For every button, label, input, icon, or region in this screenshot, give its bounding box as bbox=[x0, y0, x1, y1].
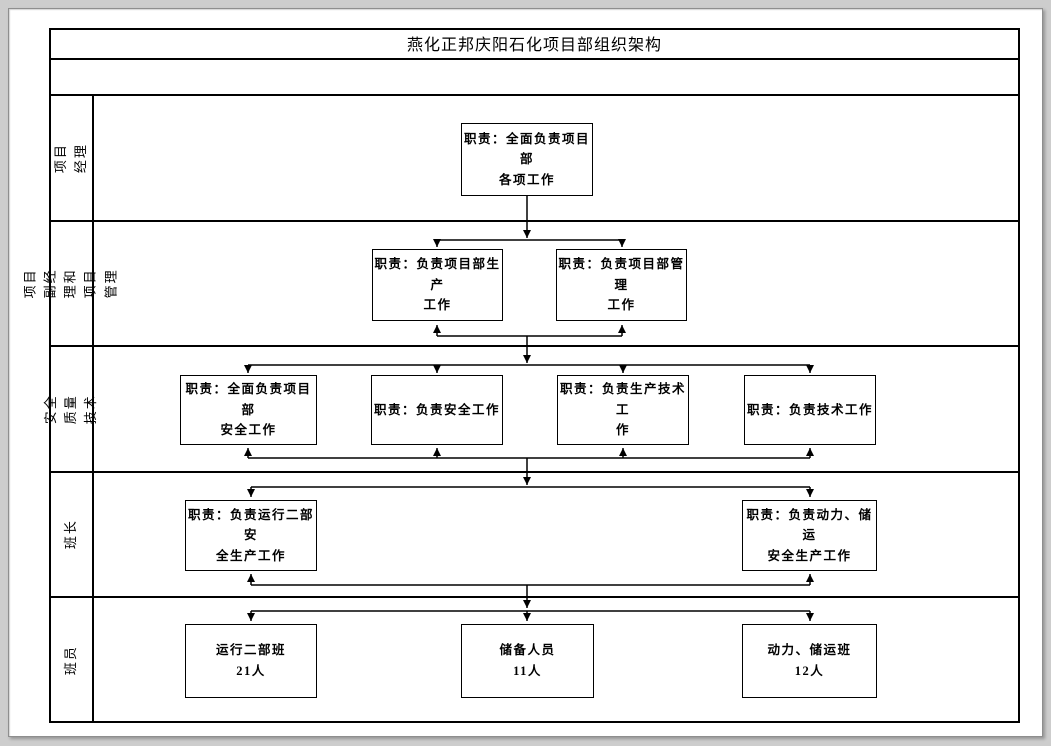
lane-label-team-member: 班员 bbox=[49, 597, 93, 723]
node-leader-power-storage-duty: 职责：负责动力、储运 安全生产工作 bbox=[742, 500, 877, 571]
lane-label-deputy-managers: 项目副经理和项目 管理 bbox=[23, 221, 119, 346]
lane-label-text: 班员 bbox=[62, 644, 78, 675]
crew-name: 储备人员 bbox=[499, 643, 556, 658]
lane-separator-2 bbox=[49, 345, 1020, 347]
lane-label-team-leader: 班长 bbox=[49, 472, 93, 597]
node-production-tech-duty: 职责：负责生产技术工 作 bbox=[557, 375, 689, 445]
node-deputy-management-duty: 职责：负责项目部管理 工作 bbox=[556, 249, 687, 321]
lane-label-safety-quality-tech: 安全质量技术 bbox=[43, 346, 98, 472]
node-crew-operation2: 运行二部班 21人 bbox=[185, 624, 317, 698]
crew-name: 运行二部班 bbox=[215, 643, 286, 658]
lane-label-text: 项目副经理和项目 管理 bbox=[22, 268, 119, 299]
node-safety-overall-duty: 职责：全面负责项目部 安全工作 bbox=[180, 375, 317, 445]
lane-label-column-divider bbox=[92, 96, 94, 723]
node-safety-work-duty: 职责：负责安全工作 bbox=[371, 375, 503, 445]
crew-name: 动力、储运班 bbox=[767, 643, 852, 658]
lane-label-project-manager: 项目经理 bbox=[49, 96, 93, 221]
title-row-separator bbox=[49, 58, 1020, 60]
crew-headcount: 11人 bbox=[513, 664, 542, 678]
lane-separator-4 bbox=[49, 596, 1020, 598]
node-leader-operation2-duty: 职责：负责运行二部安 全生产工作 bbox=[185, 500, 317, 571]
lane-separator-1 bbox=[49, 220, 1020, 222]
chart-title: 燕化正邦庆阳石化项目部组织架构 bbox=[406, 37, 662, 54]
node-tech-work-duty: 职责：负责技术工作 bbox=[744, 375, 876, 445]
crew-headcount: 12人 bbox=[794, 664, 825, 678]
node-project-manager-duty: 职责：全面负责项目部 各项工作 bbox=[461, 123, 593, 196]
lane-separator-3 bbox=[49, 471, 1020, 473]
lane-label-text: 班长 bbox=[62, 519, 78, 550]
node-crew-reserve: 储备人员 11人 bbox=[461, 624, 594, 698]
node-crew-power-storage: 动力、储运班 12人 bbox=[742, 624, 877, 698]
node-deputy-production-duty: 职责：负责项目部生产 工作 bbox=[372, 249, 503, 321]
lane-label-text: 安全质量技术 bbox=[42, 393, 99, 425]
crew-headcount: 21人 bbox=[236, 664, 266, 678]
table-outer-border bbox=[49, 28, 1020, 723]
lane-label-text: 项目经理 bbox=[52, 143, 88, 174]
header-row-separator bbox=[49, 94, 1020, 96]
